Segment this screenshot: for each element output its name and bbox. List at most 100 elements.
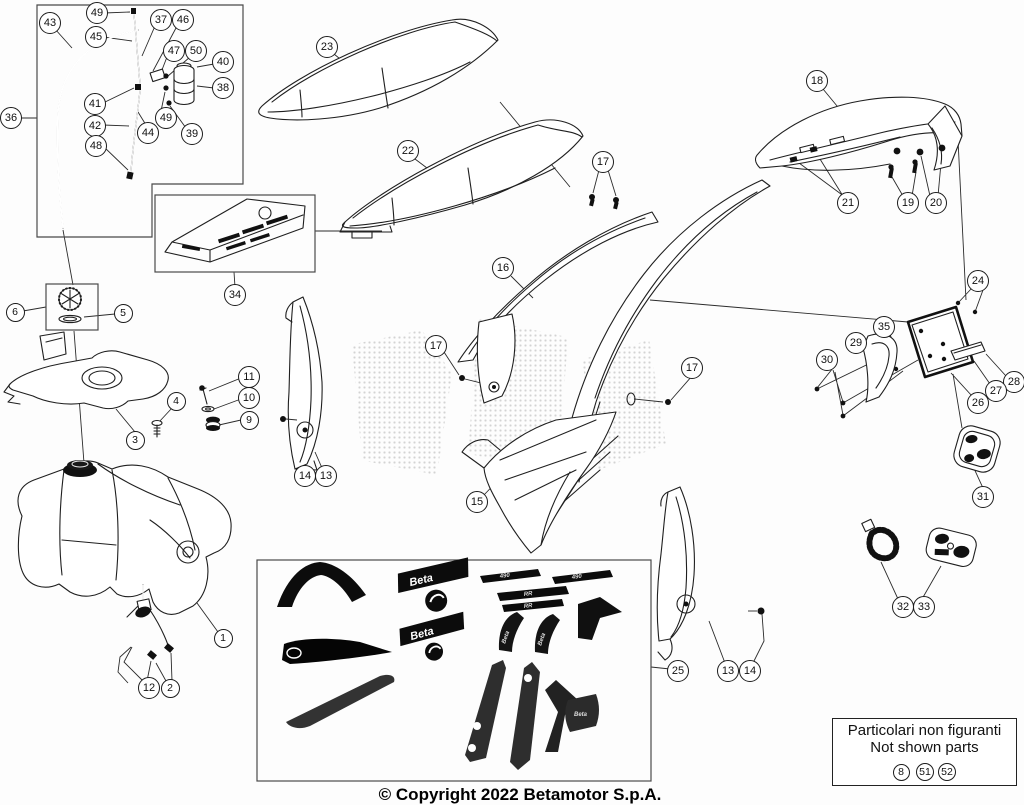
not-shown-line-english: Not shown parts bbox=[870, 739, 979, 756]
decal-blade bbox=[286, 674, 395, 729]
fuel-cap-group bbox=[45, 283, 99, 331]
callout-14: 14 bbox=[739, 660, 761, 682]
callout-43: 43 bbox=[39, 12, 61, 34]
callout-8: 8 bbox=[892, 763, 910, 781]
not-shown-line-italian: Particolari non figuranti bbox=[847, 722, 1002, 739]
guard-31 bbox=[953, 425, 1001, 473]
seat-22 bbox=[339, 119, 584, 239]
callout-12: 12 bbox=[138, 677, 160, 699]
svg-text:RR: RR bbox=[524, 603, 534, 610]
callout-3: 3 bbox=[125, 430, 145, 450]
callout-23: 23 bbox=[316, 36, 338, 58]
svg-text:RR: RR bbox=[524, 591, 534, 598]
svg-text:Beta: Beta bbox=[409, 625, 435, 643]
fuel-tank-1 bbox=[17, 460, 232, 615]
callout-38: 38 bbox=[212, 77, 234, 99]
cover-33 bbox=[925, 527, 977, 568]
callout-47: 47 bbox=[163, 40, 185, 62]
callout-35: 35 bbox=[873, 316, 895, 338]
callout-1: 1 bbox=[213, 628, 233, 648]
callout-44: 44 bbox=[137, 122, 159, 144]
decal-sheet: Beta Beta 490 490 RR RR bbox=[256, 557, 652, 782]
callout-31: 31 bbox=[972, 486, 994, 508]
rear-fender-18 bbox=[755, 96, 963, 179]
callout-50: 50 bbox=[185, 40, 207, 62]
canister-part bbox=[173, 62, 195, 106]
callout-45: 45 bbox=[85, 26, 107, 48]
callout-17: 17 bbox=[425, 335, 447, 357]
callout-11: 11 bbox=[238, 366, 260, 388]
callout-20: 20 bbox=[925, 192, 947, 214]
callout-13: 13 bbox=[315, 465, 337, 487]
decal-arrow bbox=[578, 597, 622, 640]
decal-strips: 490 490 RR RR bbox=[480, 569, 613, 612]
svg-text:Beta: Beta bbox=[537, 632, 547, 647]
hose-group-box bbox=[36, 4, 244, 238]
callout-6: 6 bbox=[5, 302, 25, 322]
callout-21: 21 bbox=[837, 192, 859, 214]
leader-lines bbox=[20, 11, 1007, 682]
callout-30: 30 bbox=[816, 349, 838, 371]
seat-screws-17 bbox=[589, 194, 619, 210]
callout-10: 10 bbox=[238, 387, 260, 409]
callout-46: 46 bbox=[172, 9, 194, 31]
callout-42: 42 bbox=[84, 115, 106, 137]
callout-16: 16 bbox=[492, 257, 514, 279]
seat-23 bbox=[258, 18, 499, 121]
callout-13: 13 bbox=[717, 660, 739, 682]
decal-swingarm bbox=[282, 638, 392, 664]
side-panel-15 bbox=[461, 411, 617, 554]
callout-32: 32 bbox=[892, 596, 914, 618]
right-shroud bbox=[656, 486, 765, 661]
not-shown-parts-box: Particolari non figuranti Not shown part… bbox=[832, 718, 1017, 786]
callout-51: 51 bbox=[916, 763, 934, 781]
decal-bracket bbox=[545, 680, 578, 752]
callout-33: 33 bbox=[913, 596, 935, 618]
callout-2: 2 bbox=[160, 678, 180, 698]
callout-26: 26 bbox=[967, 392, 989, 414]
callout-40: 40 bbox=[212, 51, 234, 73]
left-shroud bbox=[280, 296, 323, 471]
decal-fork-pair bbox=[465, 660, 540, 770]
callout-17: 17 bbox=[592, 151, 614, 173]
decal-beta-band-2: Beta bbox=[399, 611, 465, 661]
callout-14: 14 bbox=[294, 465, 316, 487]
svg-text:Beta: Beta bbox=[408, 572, 434, 589]
callout-18: 18 bbox=[806, 70, 828, 92]
svg-text:490: 490 bbox=[499, 573, 511, 580]
svg-text:Beta: Beta bbox=[501, 630, 511, 645]
callout-39: 39 bbox=[181, 123, 203, 145]
callout-48: 48 bbox=[85, 135, 107, 157]
callout-29: 29 bbox=[845, 332, 867, 354]
callout-19: 19 bbox=[897, 192, 919, 214]
callout-34: 34 bbox=[224, 284, 246, 306]
callout-49: 49 bbox=[155, 107, 177, 129]
callout-49: 49 bbox=[86, 2, 108, 24]
callout-4: 4 bbox=[166, 391, 186, 411]
decal-front-fender bbox=[277, 562, 366, 607]
callout-5: 5 bbox=[113, 303, 133, 323]
callout-37: 37 bbox=[150, 9, 172, 31]
copyright-text: © Copyright 2022 Betamotor S.p.A. bbox=[378, 785, 662, 804]
mount-hardware bbox=[151, 385, 221, 438]
decal-wing-pair: Beta Beta bbox=[498, 612, 560, 654]
petcock-group bbox=[117, 584, 174, 684]
callout-41: 41 bbox=[84, 93, 106, 115]
callout-15: 15 bbox=[466, 491, 488, 513]
skid-plate-group bbox=[154, 194, 316, 273]
callout-22: 22 bbox=[397, 140, 419, 162]
decal-beta-band-1: Beta bbox=[397, 557, 469, 612]
fender-fasteners bbox=[888, 144, 946, 179]
spring-32 bbox=[861, 518, 900, 562]
plate-assembly bbox=[862, 305, 986, 403]
decal-hourglass: Beta bbox=[565, 694, 599, 732]
callout-25: 25 bbox=[667, 660, 689, 682]
callout-24: 24 bbox=[967, 270, 989, 292]
callout-36: 36 bbox=[0, 107, 22, 129]
callout-27: 27 bbox=[985, 380, 1007, 402]
callout-52: 52 bbox=[938, 763, 956, 781]
svg-text:490: 490 bbox=[571, 574, 583, 581]
callout-9: 9 bbox=[239, 410, 259, 430]
